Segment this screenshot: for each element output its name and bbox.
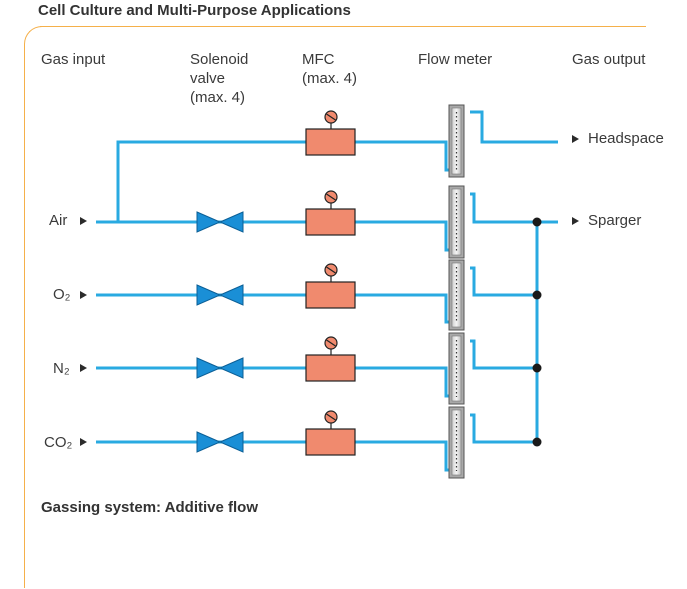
junction-node-sparger xyxy=(532,217,542,227)
flow-meter-o2 xyxy=(448,259,465,331)
header-solenoid-valve: Solenoid valve (max. 4) xyxy=(190,51,249,106)
solenoid-valve-co2 xyxy=(196,431,244,453)
flow-meter-headspace xyxy=(448,104,465,178)
flow-meter-co2 xyxy=(448,406,465,479)
input-label-co2: CO₂ xyxy=(44,434,73,451)
pipe-co2-out xyxy=(470,413,537,444)
header-gas-output: Gas output xyxy=(572,51,646,68)
pipe-co2-row xyxy=(96,440,458,472)
mfc-n2 xyxy=(305,336,356,382)
header-gas-input: Gas input xyxy=(41,51,106,68)
output-label-sparger: Sparger xyxy=(588,212,642,229)
pipe-headspace-out xyxy=(470,110,558,144)
pipe-air-out xyxy=(470,192,558,224)
output-label-headspace: Headspace xyxy=(588,130,664,147)
junction-node-n2 xyxy=(532,363,542,373)
pipe-n2-row xyxy=(96,366,458,398)
diagram-caption: Gassing system: Additive flow xyxy=(41,499,258,516)
header-mfc: MFC (max. 4) xyxy=(302,51,358,87)
solenoid-valve-o2 xyxy=(196,284,244,306)
solenoid-valve-air xyxy=(196,211,244,233)
input-arrow-n2 xyxy=(80,364,87,372)
output-arrow-sparger xyxy=(572,217,579,225)
page-title: Cell Culture and Multi-Purpose Applicati… xyxy=(38,2,351,19)
input-label-o2: O₂ xyxy=(53,286,71,303)
mfc-headspace xyxy=(305,110,356,156)
output-arrow-headspace xyxy=(572,135,579,143)
pipe-air-row xyxy=(96,220,458,252)
mfc-air xyxy=(305,190,356,236)
junction-node-o2 xyxy=(532,290,542,300)
frame-left-border xyxy=(24,50,25,588)
solenoid-valve-n2 xyxy=(196,357,244,379)
pipe-o2-row xyxy=(96,293,458,324)
mfc-o2 xyxy=(305,263,356,309)
input-arrow-co2 xyxy=(80,438,87,446)
flow-meter-n2 xyxy=(448,332,465,405)
input-arrow-air xyxy=(80,217,87,225)
pipe-n2-out xyxy=(470,339,537,370)
junction-node-co2 xyxy=(532,437,542,447)
input-label-n2: N₂ xyxy=(53,360,70,377)
input-label-air: Air xyxy=(49,212,68,229)
mfc-co2 xyxy=(305,410,356,456)
pipe-air-to-headspace-mfc xyxy=(116,140,458,222)
frame-top-border xyxy=(40,26,646,27)
pipe-o2-out xyxy=(470,266,537,297)
header-flow-meter: Flow meter xyxy=(418,51,493,68)
input-arrow-o2 xyxy=(80,291,87,299)
flow-meter-air xyxy=(448,185,465,259)
